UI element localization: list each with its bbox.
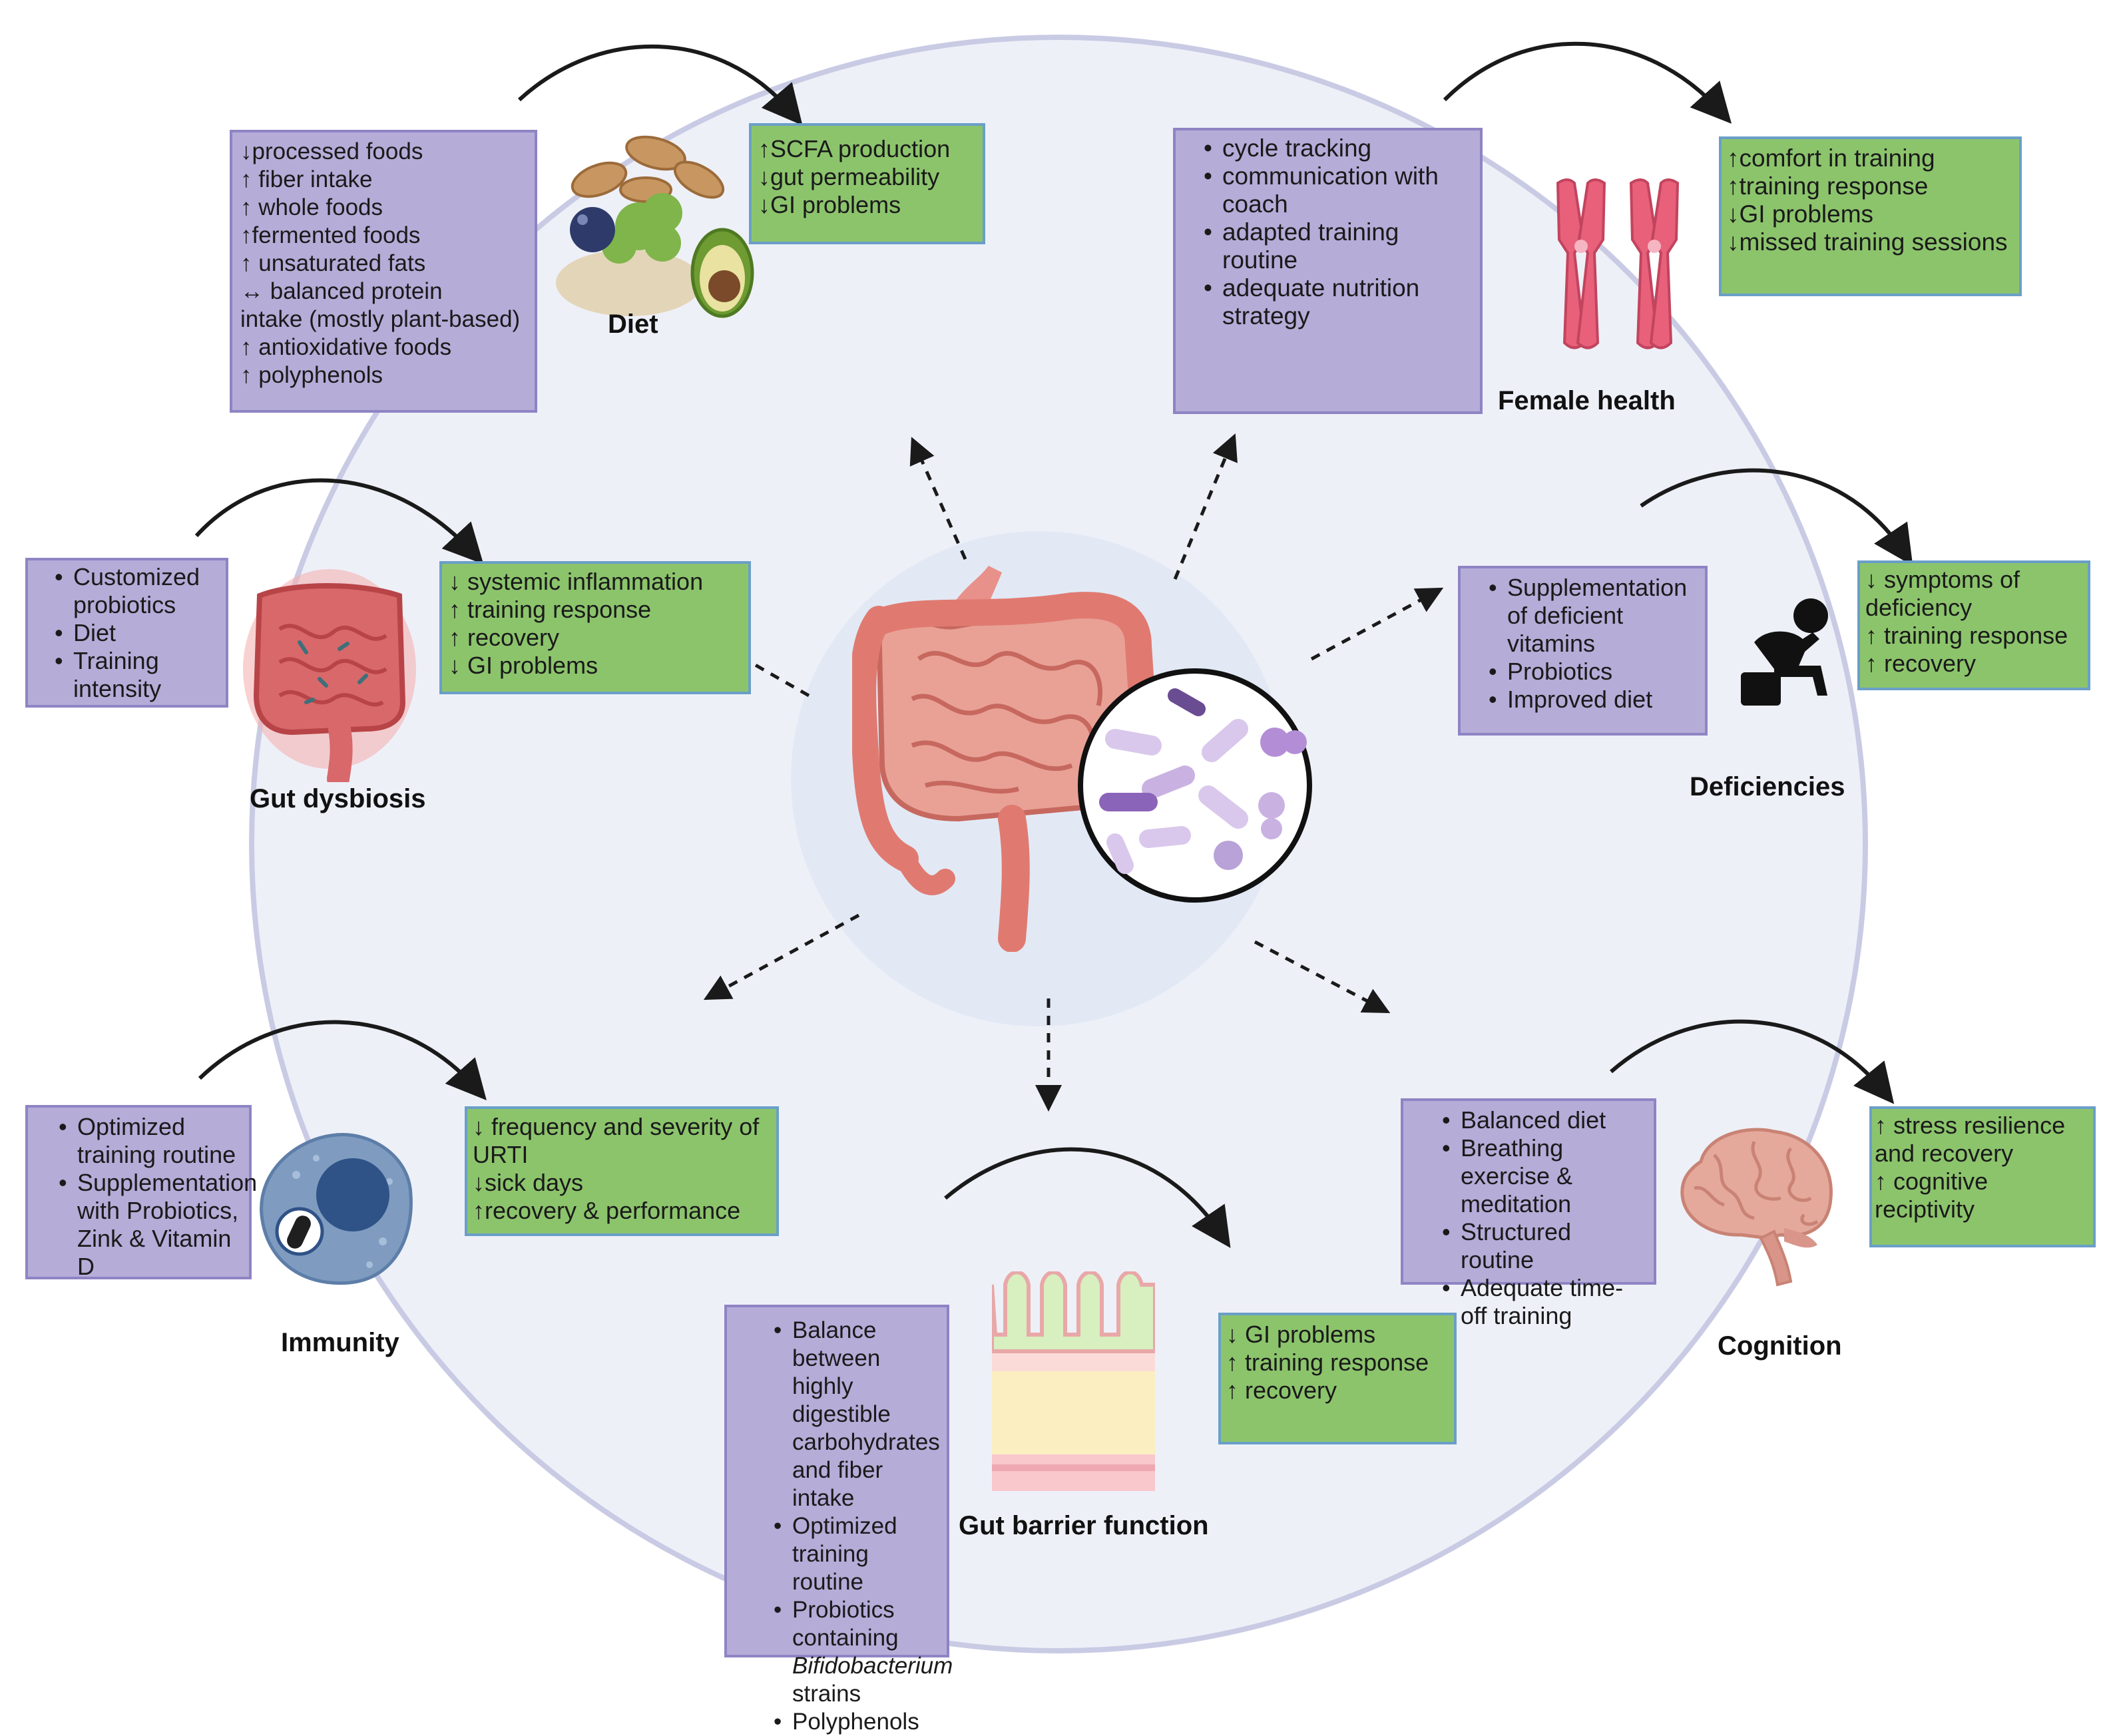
arrow-to-diet [909,437,967,560]
cognition-outcomes-box: ↑ stress resilience and recovery ↑ cogni… [1869,1106,2096,1247]
curve-arrow-cognition [1610,1019,1895,1104]
gut-barrier-outcome: ↑ training response [1226,1349,1429,1376]
cognition-strategy: Structured routine [1442,1218,1648,1274]
curve-arrow-gut-barrier [944,1147,1231,1248]
diet-outcome: ↓GI problems [758,191,901,218]
dysbiosis-title: Gut dysbiosis [250,784,426,813]
gut-barrier-strategy: Balance between highly digestible carboh… [774,1317,943,1512]
deficiencies-strategy: Probiotics [1489,658,1700,686]
immunity-outcomes-box: ↓ frequency and severity of URTI ↓sick d… [465,1106,779,1236]
inflamed-gut-icon [243,569,416,782]
dysbiosis-outcome: ↓ GI problems [449,652,598,679]
dysbiosis-strategy: Customized probiotics [55,563,220,619]
diet-strategies-box: ↓processed foods ↑ fiber intake ↑ whole … [230,130,537,413]
female-health-strategies-box: cycle tracking communication with coach … [1173,128,1483,414]
diet-strategy: intake (mostly plant-based) [240,306,521,332]
gut-barrier-outcome: ↓ GI problems [1226,1321,1376,1348]
food-pile-icon [556,135,754,318]
female-health-title: Female health [1498,386,1676,415]
deficiencies-outcome: ↑ recovery [1865,650,1977,677]
curve-arrow-diet [517,44,803,126]
dysbiosis-outcomes-box: ↓ systemic inflammation ↑ training respo… [439,561,751,694]
female-health-strategy: adequate nutrition strategy [1204,274,1473,330]
gut-barrier-strategies-box: Balance between highly digestible carboh… [724,1305,953,1736]
diet-outcome: ↓gut permeability [758,163,940,190]
immunity-strategy: Optimized training routine [59,1113,244,1169]
diet-strategy: ↓processed foods [240,138,423,164]
arrow-to-female-health [1173,433,1238,580]
diet-strategy: ↑fermented foods [240,222,421,248]
gut-barrier-strategy: Optimized training routine [774,1512,943,1596]
sad-person-icon [1741,598,1828,706]
immunity-strategies-box: Optimized training routine Supplementati… [25,1105,257,1281]
chromosome-icon [1556,178,1680,349]
cognition-outcome: ↑ cognitive reciptivity [1875,1168,1989,1223]
female-health-outcome: ↑training response [1727,172,1929,200]
gut-intestine-icon [852,566,1158,952]
diet-strategy: ↑ whole foods [240,194,383,220]
female-health-outcome: ↑comfort in training [1727,144,1935,172]
immunity-outcome: ↑recovery & performance [473,1197,741,1224]
cognition-title: Cognition [1718,1331,1842,1361]
diet-strategy: ↑ fiber intake [240,166,373,192]
dysbiosis-strategy: Diet [55,619,220,647]
deficiencies-outcome: ↓ symptoms of deficiency [1865,566,2020,621]
bifidobacterium-strain: Bifidobacterium [792,1653,953,1679]
arrow-to-immunity [703,913,860,1000]
dysbiosis-outcome: ↑ training response [449,596,652,623]
dysbiosis-strategies-box: Customized probiotics Diet Training inte… [25,558,228,708]
curve-arrow-immunity [198,1020,487,1100]
deficiencies-outcome: ↑ training response [1865,622,2068,649]
female-health-strategy: communication with coach [1204,162,1473,218]
female-health-outcome: ↓GI problems [1727,200,1874,228]
cognition-strategy: Balanced diet [1442,1106,1648,1134]
curve-arrow-dysbiosis [194,478,484,564]
deficiencies-strategies-box: Supplementation of deficient vitamins Pr… [1458,566,1708,736]
deficiencies-strategy: Supplementation of deficient vitamins [1489,574,1700,658]
cognition-outcome: ↑ stress resilience and recovery [1875,1112,2066,1167]
deficiencies-strategy: Improved diet [1489,686,1700,714]
female-health-strategy: cycle tracking [1204,134,1473,162]
cognition-strategies-box: Balanced diet Breathing exercise & medit… [1401,1098,1656,1329]
strains-label: strains [792,1681,861,1707]
dysbiosis-outcome: ↑ recovery [449,624,560,651]
gut-barrier-outcome: ↑ recovery [1226,1377,1337,1404]
gut-barrier-strategy: Polyphenols [774,1708,943,1736]
diet-outcome: ↑SCFA production [758,135,951,162]
gut-barrier-title: Gut barrier function [959,1511,1209,1540]
cognition-strategy: Breathing exercise & meditation [1442,1134,1648,1218]
diet-strategy: ↔ balanced protein [240,278,443,304]
cognition-strategy: Adequate time-off training [1442,1274,1648,1330]
diet-outcomes-box: ↑SCFA production ↓gut permeability ↓GI p… [749,123,985,244]
deficiencies-title: Deficiencies [1690,772,1845,801]
immunity-strategy: Supplementation with Probiotics, Zink & … [59,1169,257,1281]
immune-cell-icon [260,1133,413,1285]
diet-strategy: ↑ unsaturated fats [240,250,426,276]
immunity-title: Immunity [281,1328,399,1357]
curve-arrow-female [1443,41,1732,124]
villi-icon [992,1271,1155,1491]
female-health-outcome: ↓missed training sessions [1727,228,2008,256]
immunity-outcome: ↓ frequency and severity of URTI [473,1113,760,1168]
female-health-outcomes-box: ↑comfort in training ↑training response … [1719,136,2022,296]
dysbiosis-outcome: ↓ systemic inflammation [449,568,704,595]
arrow-to-cognition [1254,940,1391,1013]
gut-barrier-strategy: Probiotics containing Bifidobacterium st… [774,1596,953,1708]
diet-strategy: ↑ polyphenols [240,362,383,388]
diet-strategy: ↑ antioxidative foods [240,334,452,360]
deficiencies-outcomes-box: ↓ symptoms of deficiency ↑ training resp… [1857,560,2090,690]
brain-icon [1680,1128,1833,1287]
arrow-to-deficiencies [1310,587,1444,661]
bacteria-magnifier-icon [1078,668,1312,903]
curve-arrow-deficiencies [1640,468,1913,566]
gut-barrier-outcomes-box: ↓ GI problems ↑ training response ↑ reco… [1218,1313,1457,1444]
immunity-outcome: ↓sick days [473,1169,584,1196]
gut-barrier-probiotics-label: Probiotics containing [792,1597,899,1651]
female-health-strategy: adapted training routine [1204,218,1473,274]
diet-title: Diet [608,310,658,339]
dysbiosis-strategy: Training intensity [55,647,220,703]
